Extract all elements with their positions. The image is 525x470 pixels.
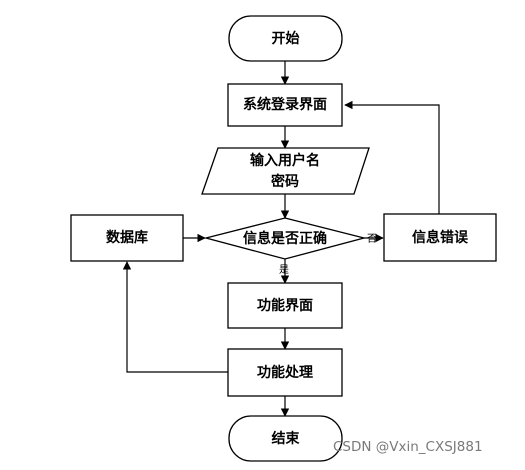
- database-label: 数据库: [106, 229, 148, 246]
- input-credentials-line2: 密码: [270, 173, 299, 190]
- edge-process-to-database: [122, 261, 228, 373]
- start-label: 开始: [272, 30, 300, 47]
- error-label: 信息错误: [412, 229, 469, 246]
- function-process-label: 功能处理: [257, 364, 313, 381]
- login-page-label: 系统登录界面: [243, 96, 327, 113]
- edge-label-yes: 是: [279, 264, 289, 276]
- function-process-node: 功能处理: [227, 348, 343, 397]
- check-decision-label: 信息是否正确: [243, 230, 327, 247]
- function-page-node: 功能界面: [227, 282, 343, 329]
- error-node: 信息错误: [383, 213, 497, 262]
- login-page-node: 系统登录界面: [227, 83, 343, 127]
- input-credentials-node: 输入用户名 密码: [201, 147, 370, 195]
- edge-label-no: 否: [367, 233, 377, 245]
- watermark-text: CSDN @Vxin_CXSJ881: [333, 439, 483, 455]
- end-node: 结束: [228, 415, 343, 462]
- input-credentials-line1: 输入用户名: [250, 152, 320, 169]
- end-label: 结束: [272, 430, 301, 447]
- edge-error-to-login: [344, 100, 440, 214]
- function-page-label: 功能界面: [257, 297, 313, 314]
- start-node: 开始: [228, 15, 343, 62]
- database-node: 数据库: [70, 214, 184, 262]
- check-decision-node: 信息是否正确: [203, 217, 367, 260]
